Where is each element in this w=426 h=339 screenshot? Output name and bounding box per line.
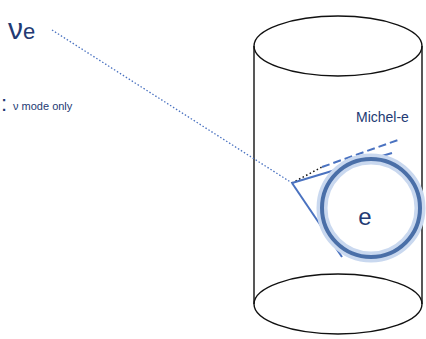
note-text: ν mode only	[13, 101, 72, 112]
cherenkov-ring: e	[319, 156, 423, 260]
particle-label: νe	[8, 14, 35, 44]
cylinder-top	[254, 16, 422, 76]
cylinder-side	[253, 46, 254, 304]
neutrino-track	[52, 30, 292, 183]
cylinder-side	[421, 46, 422, 304]
particle-label: e	[358, 205, 371, 229]
note-text: :	[1, 93, 7, 115]
cylinder-bottom	[254, 274, 422, 334]
track-label: Michel-e	[356, 110, 409, 124]
